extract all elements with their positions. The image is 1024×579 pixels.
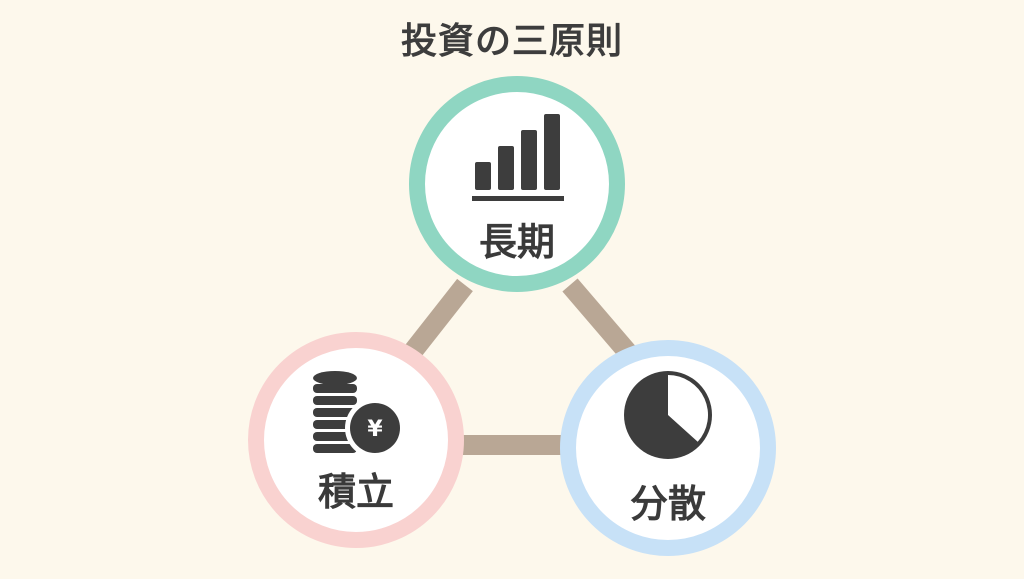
diagram-title: 投資の三原則 [400, 21, 623, 62]
node-accumulate: ¥ 積立 [248, 332, 464, 548]
yen-symbol: ¥ [367, 417, 383, 442]
yen-coins-icon: ¥ [313, 371, 405, 458]
node-diversify: 分散 [560, 340, 776, 556]
node-diversify-label: 分散 [630, 482, 706, 526]
connectors [402, 278, 638, 455]
node-long-term-ring [409, 76, 625, 292]
node-long-term: 長期 [409, 76, 625, 292]
connector-long-term-diversify [562, 278, 638, 362]
connector-long-term-accumulate [402, 278, 473, 362]
node-accumulate-label: 積立 [318, 470, 394, 514]
pie-chart-icon [624, 371, 712, 459]
node-long-term-label: 長期 [479, 220, 555, 264]
bar-chart-icon [472, 114, 564, 201]
